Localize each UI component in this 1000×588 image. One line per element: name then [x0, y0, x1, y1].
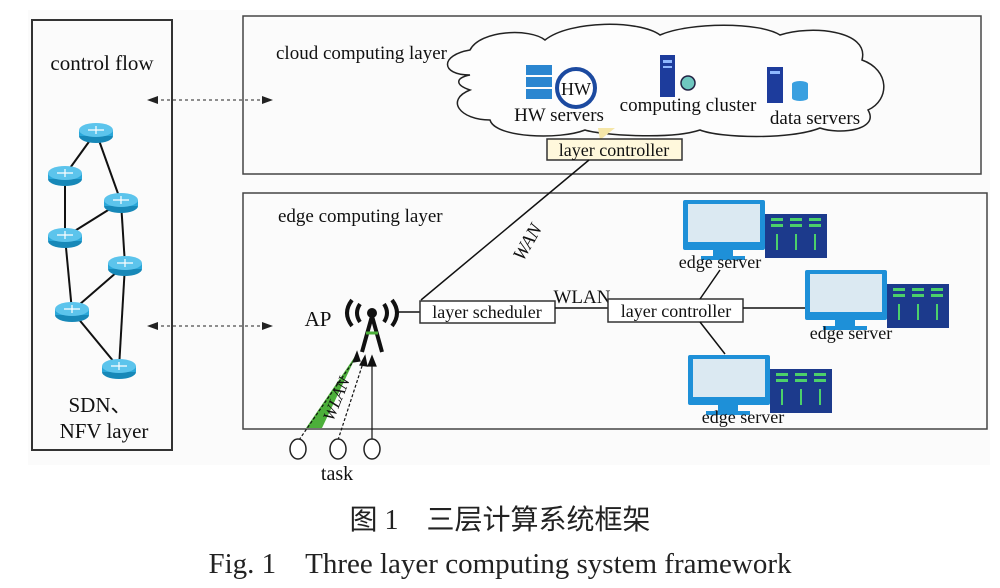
cloud-pointer	[598, 128, 615, 140]
control-flow-label: control flow	[50, 51, 154, 75]
task-node	[329, 438, 347, 460]
arrow-head-icon	[262, 322, 273, 330]
controller-server-links	[699, 269, 805, 355]
router-icon	[104, 193, 138, 213]
edge-layer-title: edge computing layer	[278, 206, 443, 227]
router-icon	[79, 123, 113, 143]
edge-layer-box	[242, 192, 988, 430]
control-arrow-edge	[147, 322, 273, 330]
edge-controller-box	[607, 298, 744, 323]
sdn-routers	[48, 123, 142, 379]
task-node	[363, 438, 381, 460]
edge-server-icon	[683, 200, 827, 260]
edge-server-label-3: edge server	[702, 407, 784, 427]
layer-scheduler-label: layer scheduler	[432, 302, 541, 322]
sdn-panel	[31, 19, 173, 451]
router-icon	[48, 228, 82, 248]
hw-servers-icon	[526, 65, 597, 109]
cloud-controller-label: layer controller	[559, 140, 669, 160]
wlan-link-label: WLAN	[554, 287, 611, 308]
router-icon	[102, 359, 136, 379]
caption-zh: 图 1 三层计算系统框架	[349, 505, 651, 536]
computing-cluster-icon	[660, 55, 696, 97]
cloud-controller-box	[546, 138, 683, 161]
arrow-head-icon	[262, 96, 273, 104]
sdn-label: SDN、	[68, 393, 131, 417]
edge-server-icon	[805, 270, 949, 330]
data-servers-icon	[767, 67, 808, 103]
control-arrow-cloud	[147, 96, 273, 104]
sdn-link	[118, 264, 126, 369]
computing-cluster-label: computing cluster	[620, 95, 757, 116]
arrow-head-icon	[147, 96, 158, 104]
sdn-link	[95, 131, 122, 203]
ap-label: AP	[305, 307, 332, 331]
task-arrows	[298, 350, 377, 441]
hw-badge: HW	[561, 79, 591, 99]
router-icon	[108, 256, 142, 276]
wlan-beam	[306, 352, 358, 428]
cloud-layer-box	[242, 15, 982, 175]
layer-scheduler-box	[419, 300, 556, 324]
arrow-head-icon	[147, 322, 158, 330]
router-icon	[55, 302, 89, 322]
task-node	[289, 438, 307, 460]
cloud-layer-title: cloud computing layer	[276, 43, 448, 64]
edge-server-label-1: edge server	[679, 252, 761, 272]
task-nodes	[289, 438, 381, 460]
edge-servers	[683, 200, 949, 415]
nfv-label: NFV layer	[60, 419, 149, 443]
data-servers-label: data servers	[770, 108, 860, 129]
ap-tower-icon	[345, 298, 399, 353]
sdn-link	[64, 236, 73, 312]
edge-server-icon	[688, 355, 832, 415]
task-label: task	[321, 463, 353, 485]
hw-servers-label: HW servers	[514, 105, 604, 126]
wan-link	[420, 159, 590, 301]
router-icon	[48, 166, 82, 186]
edge-server-label-2: edge server	[810, 323, 892, 343]
edge-controller-label: layer controller	[621, 301, 731, 321]
caption-en: Fig. 1 Three layer computing system fram…	[208, 548, 792, 580]
